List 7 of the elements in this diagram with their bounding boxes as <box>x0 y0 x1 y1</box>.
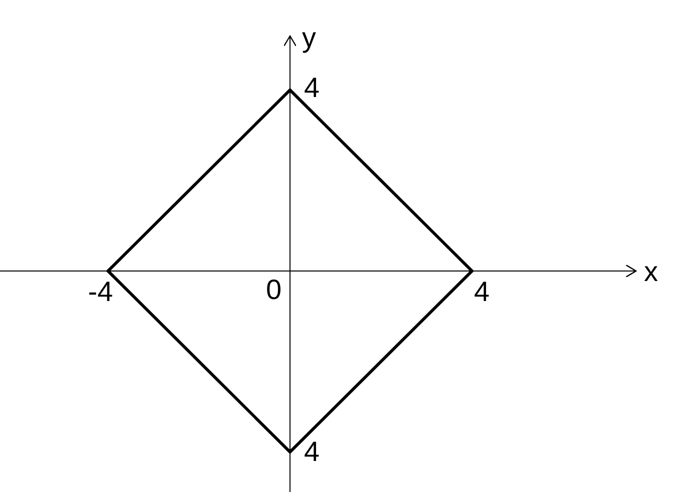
axis-label: x <box>644 258 658 286</box>
axis-label: 0 <box>266 276 282 304</box>
axis-label: -4 <box>88 278 113 306</box>
axis-label: 4 <box>304 74 320 102</box>
axis-label: 4 <box>304 438 320 466</box>
axis-label: y <box>302 24 316 52</box>
axis-label: 4 <box>474 278 490 306</box>
